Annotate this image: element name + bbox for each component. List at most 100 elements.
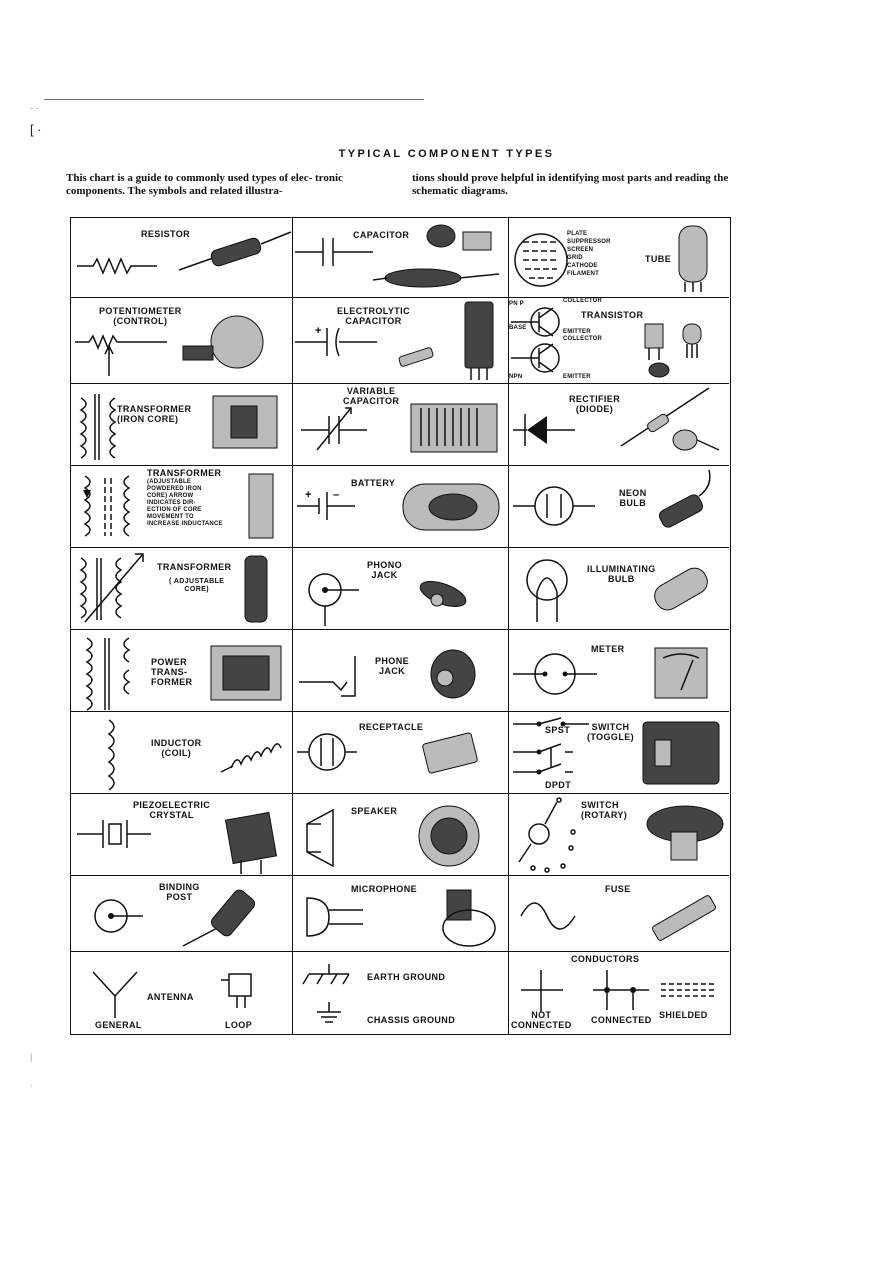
capacitor-icon xyxy=(295,224,500,288)
tube-icon xyxy=(514,225,708,292)
cell-switch-rotary: SWITCH(ROTARY) xyxy=(509,794,729,876)
svg-text:+: + xyxy=(315,325,321,337)
rectifier-diode-icon xyxy=(513,387,720,451)
label-resistor: RESISTOR xyxy=(141,229,191,239)
label-rectifier: RECTIFIER(DIODE) xyxy=(569,394,621,414)
label-shielded: SHIELDED xyxy=(659,1010,708,1020)
label-transformer-iron: TRANSFORMER(IRON CORE) xyxy=(117,404,192,424)
conductors-icon xyxy=(521,970,715,1012)
margin-mark: [ · xyxy=(30,122,42,137)
cell-switch-toggle: SPST SWITCH(TOGGLE) DPDT xyxy=(509,712,729,794)
label-switch-rotary: SWITCH(ROTARY) xyxy=(581,800,628,820)
label-meter: METER xyxy=(591,644,625,654)
cell-meter: METER xyxy=(509,630,729,712)
power-transformer-icon xyxy=(85,637,282,711)
inductor-coil-icon xyxy=(107,719,282,791)
piezoelectric-crystal-icon xyxy=(77,811,278,874)
antenna-icon xyxy=(92,971,252,1018)
label-antenna: ANTENNA xyxy=(147,992,194,1002)
adjustable-transformer-icon xyxy=(79,553,268,623)
svg-text:+: + xyxy=(305,489,311,501)
cell-battery: + – BATTERY xyxy=(293,466,509,548)
label-battery: BATTERY xyxy=(351,478,396,488)
label-emitter-collector: EMITTER COLLECTOR xyxy=(563,329,603,342)
variable-capacitor-icon xyxy=(301,403,498,453)
cell-rectifier: RECTIFIER(DIODE) xyxy=(509,384,729,466)
cell-potentiometer: POTENTIOMETER(CONTROL) xyxy=(71,298,293,384)
svg-text:–: – xyxy=(333,489,339,501)
adjustable-core-transformer-icon xyxy=(83,473,274,539)
label-fuse: FUSE xyxy=(605,884,631,894)
margin-mark: | xyxy=(30,1052,33,1062)
cell-antenna: ANTENNA GENERAL LOOP xyxy=(71,952,293,1034)
rotary-switch-icon xyxy=(518,797,724,873)
label-transformer-adjustable: TRANSFORMER xyxy=(147,468,222,478)
fuse-icon xyxy=(520,895,716,941)
label-general: GENERAL xyxy=(95,1020,142,1030)
label-speaker: SPEAKER xyxy=(351,806,398,816)
resistor-icon xyxy=(77,231,292,275)
label-transformer-core: TRANSFORMER xyxy=(157,562,232,572)
label-loop: LOOP xyxy=(225,1020,253,1030)
neon-bulb-icon xyxy=(513,469,711,528)
intro-left: This chart is a guide to commonly used t… xyxy=(66,172,343,197)
potentiometer-icon xyxy=(75,315,264,376)
label-tube: TUBE xyxy=(645,254,672,264)
microphone-icon xyxy=(306,889,496,947)
cell-transformer-iron: TRANSFORMER(IRON CORE) xyxy=(71,384,293,466)
speaker-icon xyxy=(306,805,480,868)
label-dpdt: DPDT xyxy=(545,780,572,790)
label-receptacle: RECEPTACLE xyxy=(359,722,424,732)
page-title: TYPICAL COMPONENT TYPES xyxy=(338,148,555,160)
cell-ground: EARTH GROUND CHASSIS GROUND xyxy=(293,952,509,1034)
toggle-switch-icon xyxy=(513,717,720,785)
receptacle-icon xyxy=(297,732,478,774)
iron-core-transformer-icon xyxy=(79,394,278,460)
cell-receptacle: RECEPTACLE xyxy=(293,712,509,794)
ground-icon xyxy=(302,964,350,1023)
illuminating-bulb-icon xyxy=(526,559,708,622)
label-pnp: PN P xyxy=(509,301,524,307)
cell-capacitor: CAPACITOR xyxy=(293,218,509,298)
label-capacitor: CAPACITOR xyxy=(353,230,410,240)
top-rule xyxy=(44,99,424,100)
transistor-icon xyxy=(511,307,702,378)
label-potentiometer: POTENTIOMETER(CONTROL) xyxy=(99,306,182,326)
phono-jack-icon xyxy=(308,573,467,626)
label-emitter: EMITTER xyxy=(563,374,591,380)
label-base: BASE xyxy=(509,325,527,331)
label-spst: SPST xyxy=(545,725,571,735)
intro-right: tions should prove helpful in identifyin… xyxy=(412,172,729,197)
cell-transistor: PN P BASE COLLECTOR TRANSISTOR EMITTER C… xyxy=(509,298,729,384)
margin-mark: · xyxy=(30,1080,33,1090)
label-npn: NPN xyxy=(509,374,523,380)
meter-icon xyxy=(513,647,708,699)
electrolytic-capacitor-icon: + xyxy=(295,301,494,380)
cell-inductor: INDUCTOR(COIL) xyxy=(71,712,293,794)
cell-microphone: MICROPHONE xyxy=(293,876,509,952)
